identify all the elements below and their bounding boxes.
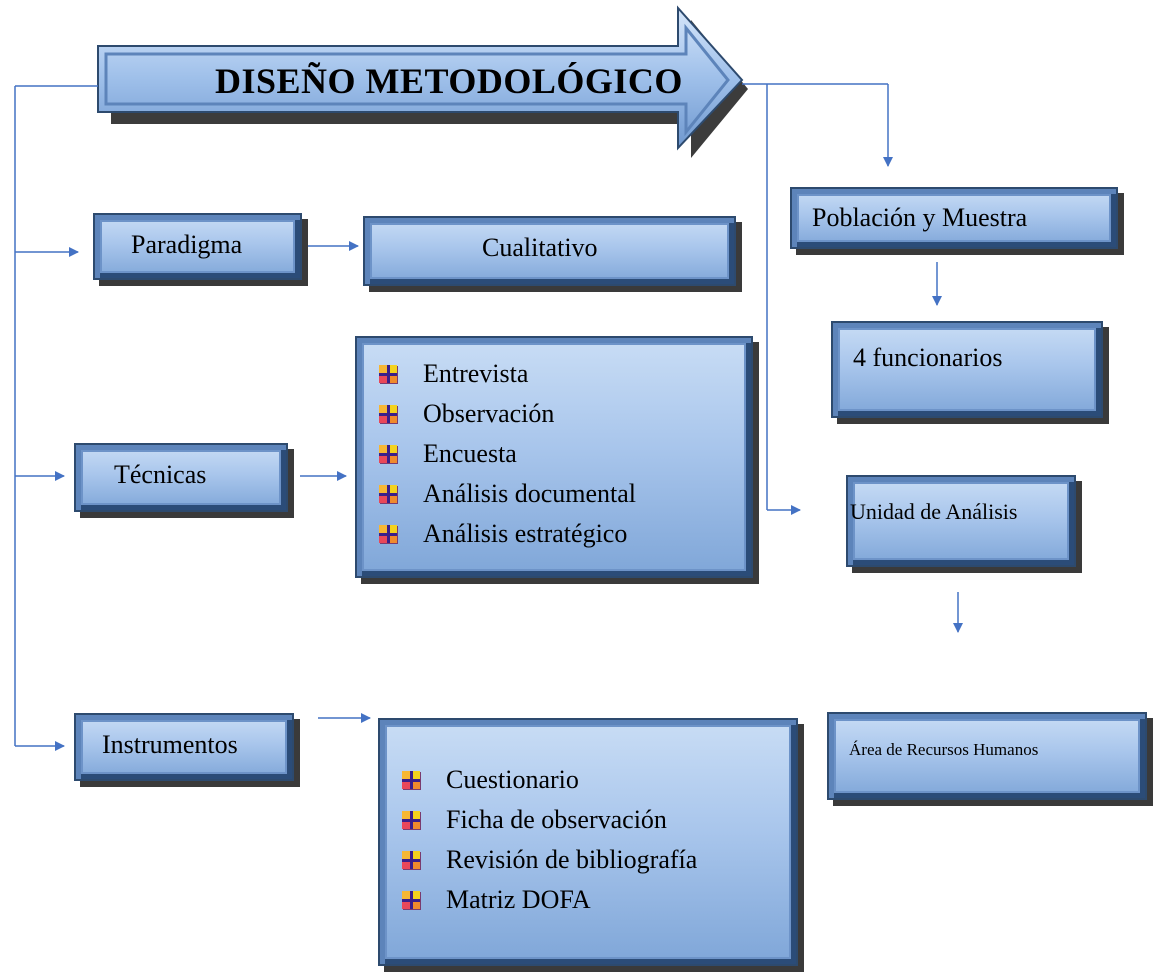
list-item-label: Análisis estratégico (423, 519, 628, 548)
list-item: Análisis documental (379, 474, 636, 514)
bullet-icon (402, 851, 420, 869)
paradigma-label: Paradigma (131, 230, 243, 259)
list-item: Análisis estratégico (379, 514, 636, 554)
cualitativo-label: Cualitativo (482, 233, 598, 262)
list-item-label: Revisión de bibliografía (446, 845, 698, 874)
funcionarios-box: 4 funcionarios (831, 321, 1103, 418)
tecnicas-box: Técnicas (74, 443, 288, 512)
unidad-label: Unidad de Análisis (850, 499, 1018, 524)
list-item: Revisión de bibliografía (402, 840, 697, 880)
poblacion-box: Población y Muestra (790, 187, 1118, 249)
list-item-label: Matriz DOFA (446, 885, 591, 914)
bullet-icon (379, 445, 397, 463)
poblacion-label: Población y Muestra (812, 203, 1028, 232)
area-box: Área de Recursos Humanos (827, 712, 1147, 800)
list-item: Matriz DOFA (402, 880, 697, 920)
list-item-label: Observación (423, 399, 555, 428)
tecnicas-list-box: Entrevista Observación Encuesta Análisis… (355, 336, 753, 578)
unidad-box: Unidad de Análisis (846, 475, 1076, 567)
list-item-label: Encuesta (423, 439, 517, 468)
bullet-icon (402, 811, 420, 829)
list-item-label: Cuestionario (446, 765, 579, 794)
tecnicas-list: Entrevista Observación Encuesta Análisis… (379, 354, 636, 554)
bullet-icon (379, 485, 397, 503)
list-item: Encuesta (379, 434, 636, 474)
instrumentos-list-box: Cuestionario Ficha de observación Revisi… (378, 718, 798, 966)
list-item: Entrevista (379, 354, 636, 394)
cualitativo-box: Cualitativo (363, 216, 736, 286)
list-item-label: Entrevista (423, 359, 529, 388)
paradigma-box: Paradigma (93, 213, 302, 280)
list-item: Observación (379, 394, 636, 434)
funcionarios-label: 4 funcionarios (853, 343, 1003, 372)
instrumentos-box: Instrumentos (74, 713, 294, 781)
instrumentos-list: Cuestionario Ficha de observación Revisi… (402, 760, 697, 920)
list-item-label: Análisis documental (423, 479, 637, 508)
list-item: Ficha de observación (402, 800, 697, 840)
page-title: DISEÑO METODOLÓGICO (215, 61, 683, 101)
list-item: Cuestionario (402, 760, 697, 800)
bullet-icon (379, 525, 397, 543)
bullet-icon (379, 365, 397, 383)
title-arrow-shape (97, 5, 748, 158)
bullet-icon (402, 771, 420, 789)
area-label: Área de Recursos Humanos (849, 740, 1039, 759)
bullet-icon (402, 891, 420, 909)
tecnicas-label: Técnicas (114, 460, 207, 489)
instrumentos-label: Instrumentos (102, 730, 238, 759)
list-item-label: Ficha de observación (446, 805, 667, 834)
bullet-icon (379, 405, 397, 423)
